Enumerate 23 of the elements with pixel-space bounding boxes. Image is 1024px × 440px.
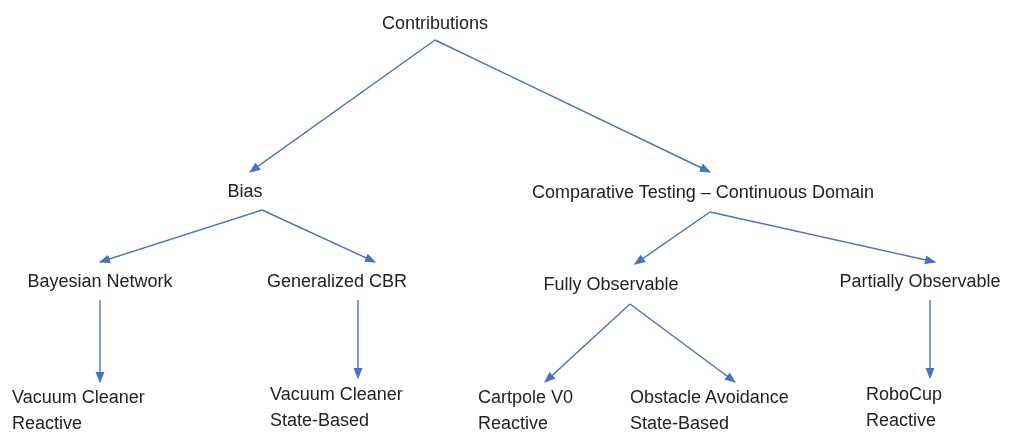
node-label: Obstacle Avoidance State-Based [630,386,790,435]
arrow [249,39,436,173]
node-label: Bias [227,180,263,203]
arrow [353,299,363,380]
node-label: Contributions [381,12,489,35]
arrow [709,211,937,265]
arrow [634,211,711,265]
arrow [261,209,376,263]
arrow [629,303,736,383]
node-label: Partially Observable [839,270,1001,293]
node-label: Bayesian Network [27,270,173,293]
arrow [544,303,631,383]
arrow [434,39,711,173]
arrow [98,209,263,264]
node-label: Comparative Testing – Continuous Domain [532,181,874,204]
node-label: RoboCup Reactive [866,383,944,432]
node-label: Cartpole V0 Reactive [478,386,575,435]
node-label: Generalized CBR [266,270,408,293]
node-label: Vacuum Cleaner Reactive [12,386,146,435]
arrow [925,299,935,380]
node-label: Fully Observable [543,273,679,296]
arrow [95,299,105,384]
node-label: Vacuum Cleaner State-Based [270,383,404,432]
